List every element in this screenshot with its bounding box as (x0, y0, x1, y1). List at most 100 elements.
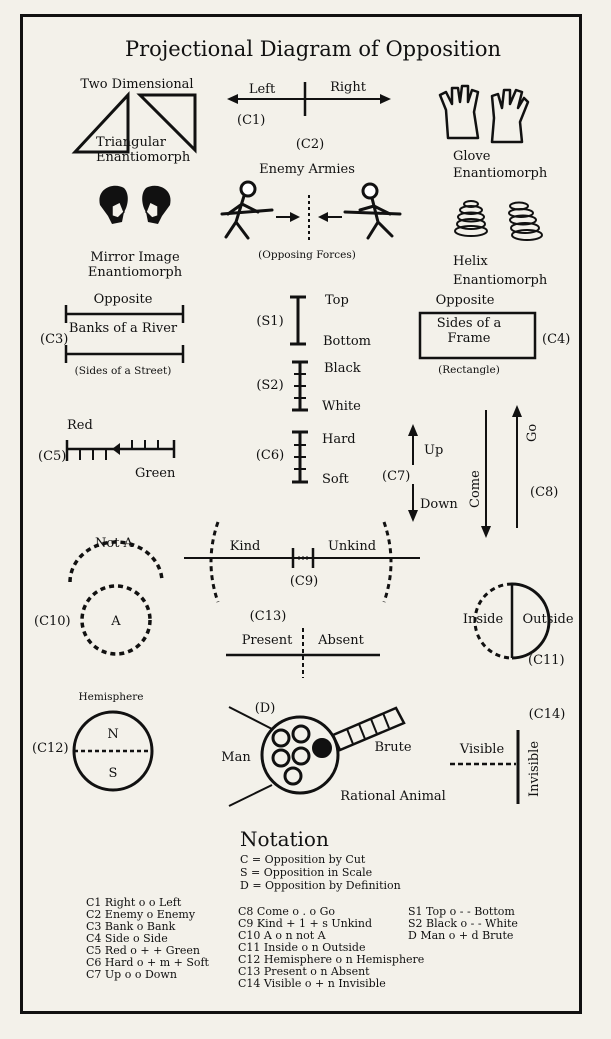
notation-def-c: C = Opposition by Cut (240, 853, 366, 866)
right-glove-icon (490, 88, 530, 144)
inside-half-circle (473, 582, 513, 660)
label-opposite-right: Opposite (436, 293, 495, 308)
label-absent: Absent (317, 633, 364, 648)
left-triangle (71, 91, 130, 154)
label-up: Up (424, 443, 443, 458)
label-two-dimensional: Two Dimensional (80, 77, 193, 92)
label-enemy-armies: Enemy Armies (259, 162, 355, 177)
label-right: Right (330, 80, 367, 95)
left-soldier-body (224, 194, 260, 240)
rational-animal-figure (228, 706, 406, 807)
label-c3: (C3) (40, 332, 68, 347)
label-c9: (C9) (290, 574, 318, 589)
label-c2: (C2) (296, 137, 324, 152)
top-bottom-scale (290, 295, 306, 346)
label-helix: Helix (453, 254, 488, 269)
left-soldier-head (239, 180, 257, 198)
label-not-a: Not A (95, 536, 134, 551)
label-c14: (C14) (529, 707, 566, 722)
label-man: Man (221, 750, 251, 765)
label-triangular-enantiomorph: Enantiomorph (96, 150, 191, 165)
label-d: (D) (255, 701, 276, 716)
notation-c1: C1 Right o o Left (86, 896, 182, 909)
label-black: Black (324, 361, 361, 376)
label-unkind: Unkind (328, 539, 376, 554)
label-frame: Frame (447, 331, 490, 346)
label-c11: (C11) (528, 653, 565, 668)
notation-c11: C11 Inside o n Outside (238, 941, 366, 954)
label-triangular: Triangular (96, 135, 167, 150)
label-go: Go (525, 424, 540, 442)
notation-c2: C2 Enemy o Enemy (86, 908, 196, 921)
notation-c12: C12 Hemisphere o n Hemisphere (238, 953, 424, 966)
not-a-arc (68, 540, 164, 583)
left-soldier-spear (220, 208, 274, 216)
outside-half-circle (511, 582, 551, 660)
left-glove-icon (438, 84, 480, 140)
label-mirror-enantiomorph: Enantiomorph (88, 265, 183, 280)
notation-s2: S2 Black o - - White (408, 917, 518, 930)
label-c12: (C12) (32, 741, 69, 756)
mirror-faces-icon (99, 185, 171, 224)
label-banks: Banks of a River (69, 321, 178, 336)
notation-c4: C4 Side o Side (86, 932, 168, 945)
notation-column-1: C1 Right o o Left C2 Enemy o Enemy C3 Ba… (86, 896, 210, 981)
label-c1: (C1) (237, 113, 265, 128)
a-circle (80, 584, 152, 656)
helix-icon (454, 200, 543, 241)
label-opposite-left: Opposite (94, 292, 153, 307)
label-brute: Brute (374, 740, 411, 755)
label-inside: Inside (463, 612, 504, 627)
label-mirror-image: Mirror Image (90, 250, 180, 265)
label-rational-animal: Rational Animal (340, 789, 446, 804)
label-outside: Outside (522, 612, 573, 627)
opposing-forces-arrows (276, 195, 342, 240)
label-rectangle: (Rectangle) (438, 364, 500, 376)
gloves-icon (438, 84, 530, 144)
notation-c13: C13 Present o n Absent (238, 965, 370, 978)
red-green-scale (65, 440, 176, 461)
right-soldier-head (361, 182, 379, 200)
inside-outside-figure (473, 582, 551, 660)
label-red: Red (67, 418, 93, 433)
label-c13: (C13) (250, 609, 287, 624)
label-c7: (C7) (382, 469, 410, 484)
red-green-midpoint (112, 443, 120, 455)
right-triangle (136, 93, 197, 154)
label-s2: (S2) (256, 378, 283, 393)
label-bottom: Bottom (323, 334, 371, 349)
label-a: A (110, 614, 121, 629)
label-n: N (107, 727, 118, 742)
label-opposing-forces: (Opposing Forces) (258, 249, 356, 261)
visible-invisible-figure (450, 730, 520, 804)
label-come: Come (468, 470, 483, 508)
present-absent-figure (226, 628, 380, 678)
notation-c7: C7 Up o o Down (86, 968, 177, 981)
label-glove: Glove (453, 149, 491, 164)
notation-d: D Man o + d Brute (408, 929, 513, 942)
right-soldier-body (358, 196, 394, 240)
notation-column-3: S1 Top o - - Bottom S2 Black o - - White… (408, 905, 518, 942)
label-c5: (C5) (38, 449, 66, 464)
notation-c14: C14 Visible o + n Invisible (238, 977, 386, 990)
kind-unkind-figure (184, 521, 420, 603)
label-top: Top (325, 293, 349, 308)
label-hard: Hard (322, 432, 356, 447)
enemy-armies-figure (220, 180, 402, 240)
label-left: Left (249, 82, 276, 97)
label-invisible: Invisible (527, 741, 542, 797)
label-kind: Kind (230, 539, 261, 554)
notation-def-d: D = Opposition by Definition (240, 879, 401, 892)
notation-c9: C9 Kind + 1 + s Unkind (238, 917, 372, 930)
notation-column-2: C8 Come o . o Go C9 Kind + 1 + s Unkind … (238, 905, 424, 990)
label-c8: (C8) (530, 485, 558, 500)
black-white-scale (292, 360, 308, 412)
frame-rectangle (418, 311, 537, 360)
label-green: Green (135, 466, 176, 481)
label-glove-enantiomorph: Enantiomorph (453, 166, 548, 181)
label-helix-enantiomorph: Enantiomorph (453, 273, 548, 288)
a-not-a-circles (68, 540, 164, 656)
triangle-enantiomorph-figure (71, 91, 197, 154)
